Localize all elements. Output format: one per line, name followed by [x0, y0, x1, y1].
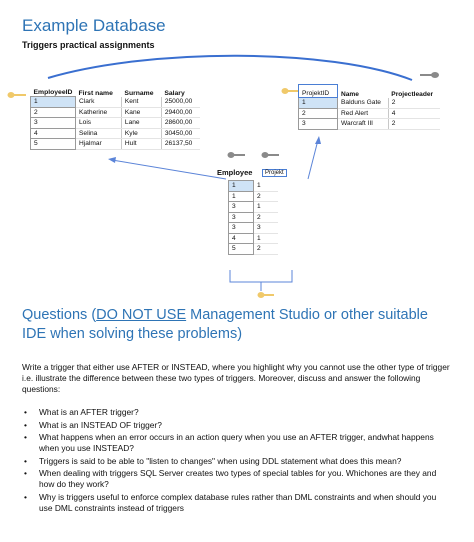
- list-item: Triggers is said to be able to "listen t…: [22, 456, 442, 467]
- table-cell: Kane: [121, 107, 162, 118]
- table-cell: 3: [30, 117, 76, 129]
- table-cell: 1: [228, 180, 254, 192]
- table-cell: Lane: [121, 117, 162, 129]
- table-cell: 1: [253, 180, 278, 192]
- table-row: 1 1: [228, 180, 278, 192]
- project-table: ProjektID Name Projectleader 1 Balduns G…: [298, 84, 440, 130]
- table-cell: 2: [388, 97, 440, 109]
- questions-heading: Questions (DO NOT USE Management Studio …: [22, 306, 452, 344]
- table-row: 3 1: [228, 201, 278, 213]
- table-cell: Lois: [75, 117, 122, 129]
- key-icon: [227, 152, 245, 158]
- table-cell: 4: [388, 108, 440, 119]
- table-cell: 1: [228, 190, 254, 202]
- primary-key-icon: [257, 292, 274, 298]
- table-row: 3 2: [228, 211, 278, 223]
- arrow-head-employee: [108, 157, 116, 163]
- table-cell: 1: [253, 201, 278, 213]
- table-row: 2 Katherine Kane 29400,00: [30, 106, 200, 118]
- column-header: Projectleader: [391, 90, 434, 98]
- relation-line-project: [307, 139, 319, 180]
- table-cell: 3: [228, 222, 254, 234]
- table-cell: Kyle: [121, 128, 162, 139]
- table-cell: Selina: [75, 128, 122, 139]
- questions-heading-emphasis: DO NOT USE: [96, 307, 187, 323]
- questions-heading-prefix: Questions (: [22, 307, 97, 323]
- table-cell: 28600,00: [161, 117, 200, 129]
- list-item: What is an INSTEAD OF trigger?: [22, 420, 442, 431]
- table-row: 4 1: [228, 232, 278, 244]
- table-cell: Hult: [121, 138, 162, 150]
- table-cell: 1: [253, 233, 278, 244]
- table-cell: 1: [298, 97, 338, 109]
- primary-key-icon: [7, 92, 26, 98]
- table-cell: 30450,00: [161, 128, 200, 139]
- list-item: What happens when an error occurs in an …: [22, 432, 442, 454]
- list-item: When dealing with triggers SQL Server cr…: [22, 468, 442, 490]
- table-row: 4 Selina Kyle 30450,00: [30, 127, 200, 139]
- table-cell: 5: [30, 138, 76, 150]
- arrow-head-project: [315, 136, 321, 144]
- table-row: 5 2: [228, 243, 278, 255]
- table-cell: 2: [253, 243, 278, 255]
- table-row: 1 Balduns Gate 2: [298, 97, 440, 109]
- table-cell: 25000,00: [161, 96, 200, 108]
- table-cell: 3: [253, 222, 278, 234]
- table-row: 5 Hjalmar Hult 26137,50: [30, 138, 200, 150]
- table-cell: 4: [228, 232, 254, 244]
- table-row: 1 2: [228, 190, 278, 202]
- intro-paragraph: Write a trigger that either use AFTER or…: [22, 362, 450, 395]
- table-cell: 2: [30, 106, 76, 118]
- table-brace: [229, 270, 293, 283]
- table-row: 3 Lois Lane 28600,00: [30, 117, 200, 129]
- table-cell: Clark: [75, 96, 122, 108]
- table-cell: Red Alert: [337, 108, 389, 119]
- table-cell: 2: [388, 118, 440, 130]
- questions-heading-suffix: Management Studio or other suitable IDE …: [22, 307, 428, 342]
- table-cell: 1: [30, 96, 76, 108]
- table-cell: 3: [298, 118, 338, 130]
- column-header: EmployeeID: [33, 89, 73, 96]
- key-icon: [261, 152, 279, 158]
- key-icon: [420, 72, 439, 78]
- table-cell: Katherine: [75, 107, 122, 118]
- table-row: 1 Clark Kent 25000,00: [30, 96, 200, 108]
- table-cell: 26137,50: [161, 138, 200, 150]
- primary-key-icon: [281, 88, 299, 94]
- page-subtitle: Triggers practical assignments: [22, 40, 155, 50]
- table-cell: 3: [228, 211, 254, 223]
- relation-arc: [47, 54, 413, 81]
- table-cell: Kent: [121, 96, 162, 108]
- table-row: 3 Warcraft III 2: [298, 118, 440, 130]
- list-item: Why is triggers useful to enforce comple…: [22, 492, 442, 514]
- table-cell: 2: [298, 107, 338, 119]
- table-cell: 5: [228, 243, 254, 255]
- relationship-diagram: [7, 54, 439, 298]
- table-cell: Hjalmar: [75, 138, 122, 150]
- table-row: 2 Red Alert 4: [298, 107, 440, 119]
- column-header: Name: [341, 90, 359, 98]
- table-cell: 2: [253, 212, 278, 223]
- table-cell: 4: [30, 127, 76, 139]
- employee-project-table: 1 1 1 2 3 1 3 2 3 3 4 1 5 2: [228, 180, 278, 255]
- table-cell: Balduns Gate: [337, 97, 389, 109]
- list-item: What is an AFTER trigger?: [22, 407, 442, 418]
- table-cell: Warcraft III: [337, 118, 389, 130]
- table-row: 3 3: [228, 222, 278, 234]
- column-header: Salary: [164, 89, 185, 97]
- column-header: First name: [78, 89, 113, 97]
- column-header: Surname: [124, 89, 154, 97]
- table-cell: 29400,00: [161, 107, 200, 118]
- page-title: Example Database: [22, 16, 166, 35]
- column-header: ProjektID: [298, 84, 338, 98]
- question-list: What is an AFTER trigger? What is an INS…: [22, 407, 442, 515]
- relation-line-employee: [111, 159, 227, 180]
- table-cell: 3: [228, 201, 254, 213]
- column-header: Employee: [217, 168, 253, 177]
- employee-table: EmployeeID First name Surname Salary 1 C…: [30, 72, 200, 150]
- column-header: Projekt: [262, 169, 287, 177]
- table-cell: 2: [253, 191, 278, 202]
